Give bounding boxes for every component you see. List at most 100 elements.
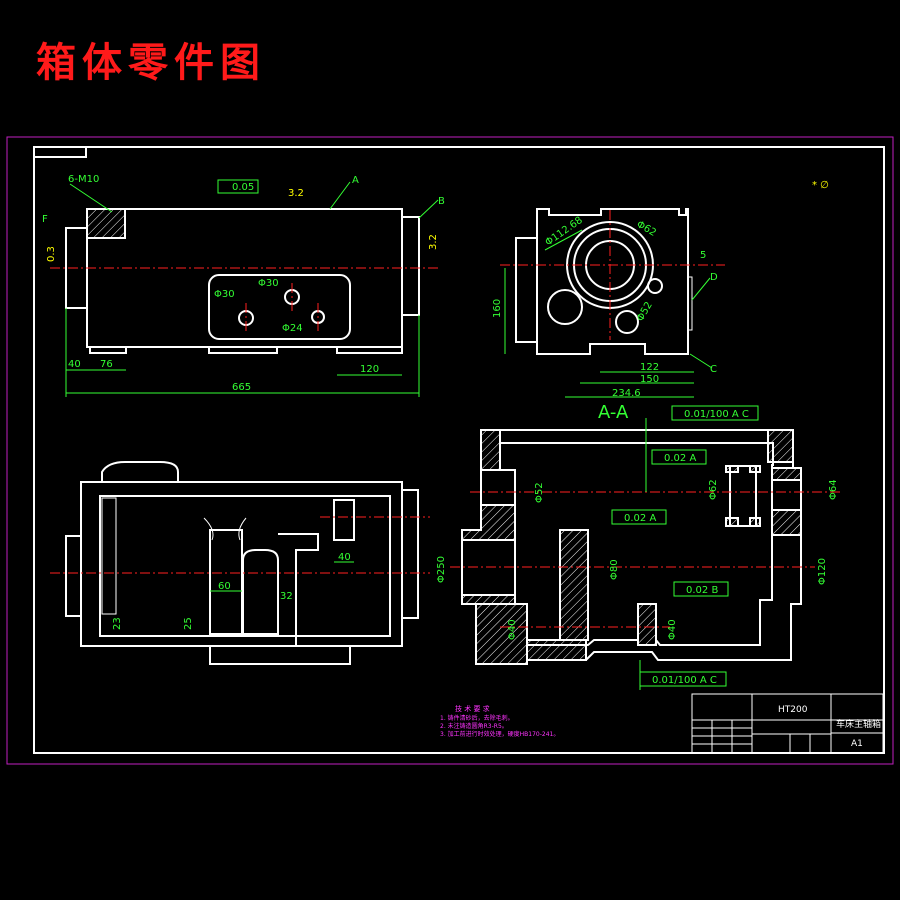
roughness-top: 3.2: [288, 188, 304, 199]
dim-s-phi64: Φ64: [828, 479, 839, 500]
dim-s-phi40a: Φ40: [507, 619, 518, 640]
front-view: 6-M10 0.05 3.2 A B F 0.3 3.2 Φ30 Φ30 Φ24…: [42, 174, 445, 397]
dim-s-phi40b: Φ40: [667, 619, 678, 640]
bottom-rib-3: [278, 533, 319, 646]
bottom-rib-2: [242, 549, 279, 635]
roughness-left: 0.3: [46, 246, 57, 262]
tol-3: 0.02 A: [624, 513, 656, 524]
front-foot-1: [89, 346, 127, 354]
section-bottom-mid: [526, 639, 587, 661]
tol-frame-4: [673, 581, 729, 597]
tech-item-1: 1. 铸件清砂后，去除毛刺。: [440, 714, 514, 722]
tol-frame-3: [611, 509, 667, 525]
side-view: 160 122 150 234.6 5 C D Φ112.68 Φ62 Φ52: [492, 208, 725, 399]
tech-heading: 技 术 要 求: [455, 704, 490, 713]
bottom-left-wall: [101, 497, 117, 615]
dim-s-phi62: Φ62: [708, 479, 719, 500]
side-left-boss: [515, 237, 538, 343]
front-threaded-corner: [86, 208, 126, 239]
page-title: 箱体零件图: [36, 39, 266, 86]
section-bottom-rib-2: [637, 603, 657, 646]
section-wall-right-top: [767, 429, 794, 463]
section-wall-right: [771, 467, 802, 481]
dim-32-b: 32: [280, 591, 293, 602]
tol-2: 0.02 A: [664, 453, 696, 464]
label-d: D: [710, 272, 718, 283]
dim-40-b: 40: [338, 552, 351, 563]
bottom-inner-frame: [99, 495, 391, 637]
dim-s-phi80: Φ80: [609, 559, 620, 580]
leader-6m10: [69, 183, 113, 213]
title-block: HT200 车床主轴箱 A1: [691, 693, 884, 754]
dim-s-phi120: Φ120: [817, 558, 828, 585]
surface-mark: * ∅: [812, 180, 829, 191]
hole-label-3: Φ24: [282, 323, 303, 334]
side-hole-left: [547, 289, 583, 325]
section-right-bore: [729, 465, 757, 527]
hole-label-2: Φ30: [214, 289, 235, 300]
dim-150: 150: [640, 374, 659, 385]
roughness-right: 3.2: [428, 234, 439, 250]
inner-border: [33, 146, 885, 754]
section-wall-right-2: [771, 509, 802, 536]
bottom-arc-right: [238, 517, 247, 541]
section-bottom-left: [475, 603, 528, 665]
dim-234-6: 234.6: [612, 388, 641, 399]
dim-s-phi250: Φ250: [436, 556, 447, 583]
section-bottom-rib: [559, 529, 589, 641]
section-wall-left-3: [461, 594, 516, 605]
tol-frame-5: [639, 671, 727, 687]
dim-665: 665: [232, 382, 251, 393]
corner-tab: [34, 147, 87, 158]
bottom-arc-left: [203, 517, 214, 541]
tol-1: 0.01/100 A C: [684, 409, 749, 420]
dim-76: 76: [100, 359, 113, 370]
bottom-right-boss: [401, 489, 419, 619]
dim-60-b: 60: [218, 581, 231, 592]
label-f: F: [42, 214, 48, 225]
bottom-base: [209, 645, 351, 665]
bottom-left-boss: [65, 535, 82, 617]
bottom-rib-4: [333, 499, 355, 541]
datum-a-label: A: [352, 175, 359, 186]
section-inner: [499, 442, 774, 646]
side-leader-phi112: [544, 229, 583, 251]
front-foot-2: [208, 346, 278, 354]
tol-frame-1: [671, 405, 759, 421]
section-wall-left: [480, 429, 501, 471]
outer-border: [6, 136, 894, 765]
section-label: A-A: [598, 402, 629, 423]
tech-requirements: 技 术 要 求 1. 铸件清砂后，去除毛刺。 2. 未注铸造圆角R3-R5。 3…: [440, 704, 559, 738]
leader-a: [329, 181, 351, 210]
dim-40: 40: [68, 359, 81, 370]
tol-front: 0.05: [232, 182, 254, 193]
tol-frame-2: [651, 449, 707, 465]
front-foot-3: [336, 346, 403, 354]
tol-box-front: [217, 179, 259, 194]
dim-122: 122: [640, 362, 659, 373]
section-right-bore-hatch: [725, 465, 761, 527]
dim-160: 160: [492, 299, 503, 318]
side-hole-bottom: [615, 310, 639, 334]
dim-s-phi52: Φ52: [534, 482, 545, 503]
side-leader-c: [689, 353, 713, 369]
dim-phi62: Φ62: [635, 219, 658, 239]
tol-4: 0.02 B: [686, 585, 718, 596]
callout-6m10: 6-M10: [68, 174, 99, 185]
title-block-frame: [691, 693, 884, 754]
tech-item-2: 2. 未注铸造圆角R3-R5。: [440, 722, 508, 730]
tol-5: 0.01/100 A C: [652, 675, 717, 686]
front-right-boss: [401, 216, 420, 316]
side-body: [536, 208, 689, 355]
side-right-boss: [687, 276, 693, 331]
side-hole-right: [647, 278, 663, 294]
tb-material: HT200: [778, 705, 808, 715]
dim-120: 120: [360, 364, 379, 375]
hole-label-1: Φ30: [258, 278, 279, 289]
datum-b-label: B: [438, 196, 445, 207]
leader-b: [418, 199, 439, 219]
tech-item-3: 3. 加工前进行时效处理，硬度HB170-241。: [440, 730, 559, 738]
bottom-top-cover: [101, 461, 179, 482]
tb-sheet: A1: [851, 739, 863, 749]
